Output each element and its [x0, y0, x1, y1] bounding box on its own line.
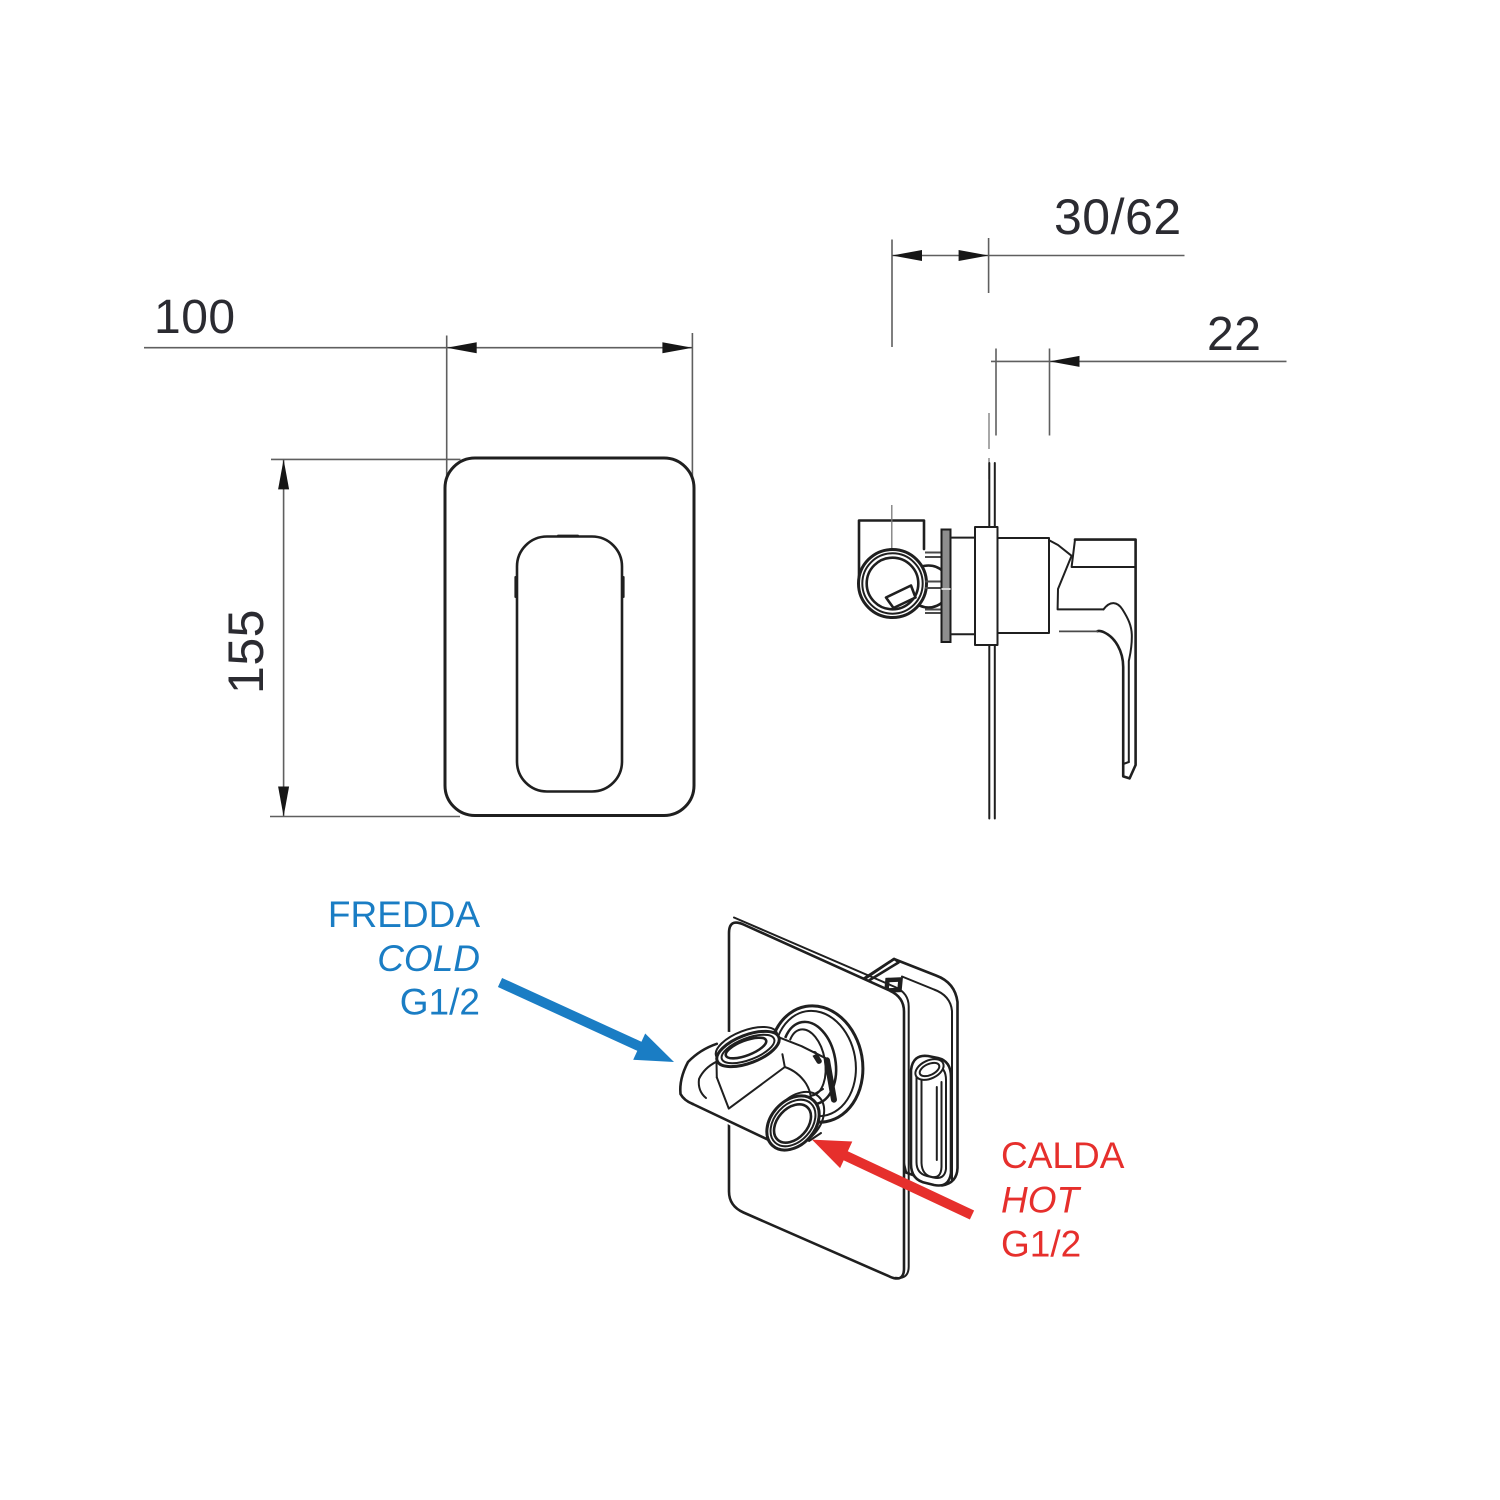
width-dimension: 100	[144, 291, 694, 481]
iso-ring-shadow-slot	[824, 1057, 837, 1103]
side-inlet-boss-inner	[865, 556, 920, 611]
side-escutcheon	[996, 537, 1050, 634]
height-arrow-bottom-icon	[278, 786, 290, 817]
hot-label-it: CALDA	[1001, 1135, 1125, 1176]
side-handle	[1048, 538, 1137, 780]
side-handle-block-bottom	[1070, 538, 1137, 568]
hot-label-en: HOT	[1001, 1180, 1082, 1221]
iso-plate-thickness	[733, 916, 910, 1279]
cold-label-it: FREDDA	[328, 894, 480, 935]
wall-depth-arrow-left-icon	[892, 250, 922, 261]
cold-label-thread: G1/2	[400, 982, 480, 1023]
perspective-view: FREDDA COLD G1/2 CALDA HOT G1/2	[328, 894, 1125, 1280]
trim-depth-dimension: 22	[991, 308, 1287, 436]
side-inlet-boss-ring	[861, 552, 924, 615]
iso-hot-link-top	[812, 1088, 824, 1096]
cold-label-en: COLD	[377, 938, 480, 979]
iso-box-strap-back	[858, 957, 896, 983]
iso-hot-collar	[783, 1066, 812, 1099]
side-handle-tip-line	[1122, 761, 1130, 765]
width-arrow-right-icon	[662, 342, 693, 354]
side-inlet-plug-detail	[884, 584, 917, 610]
iso-box-strap-front	[862, 961, 900, 985]
iso-box-tube	[920, 1076, 943, 1179]
width-arrow-left-icon	[446, 342, 477, 354]
trim-depth-dimension-label: 22	[1207, 308, 1261, 361]
side-connector-lines	[925, 551, 942, 614]
width-dimension-label: 100	[154, 291, 236, 344]
iso-hot-hole	[772, 1103, 813, 1144]
iso-hot-port	[765, 1066, 826, 1152]
iso-hot-link-bottom	[808, 1132, 822, 1142]
iso-body-ear-inner	[697, 1060, 718, 1099]
hot-annotation: CALDA HOT G1/2	[812, 1135, 1125, 1265]
iso-box-front-edge	[901, 975, 953, 1181]
front-cover-plate	[443, 456, 696, 817]
iso-cold-port	[714, 1025, 781, 1069]
iso-box-strap-end	[893, 958, 900, 964]
iso-cold-rim-inner	[720, 1033, 776, 1065]
wall-depth-dimension-label: 30/62	[1054, 189, 1182, 245]
iso-valve	[676, 1004, 865, 1155]
front-view: 100 155	[144, 291, 696, 818]
iso-box-tube-mouth	[914, 1058, 945, 1081]
side-trim-sleeve	[974, 526, 999, 646]
cold-arrow-shaft	[497, 977, 645, 1053]
cold-annotation: FREDDA COLD G1/2	[328, 894, 674, 1062]
trim-depth-arrow-icon	[1049, 355, 1080, 367]
side-mounting-flange	[940, 528, 952, 643]
side-handle-crease	[1102, 602, 1133, 763]
iso-body-wedge	[715, 1053, 786, 1110]
cold-arrow-head-icon	[633, 1033, 674, 1062]
height-arrow-top-icon	[278, 459, 290, 490]
hot-arrow-head-icon	[812, 1139, 853, 1169]
iso-body-top-edge	[778, 1036, 827, 1060]
iso-body-ear-outer	[678, 1042, 719, 1106]
iso-body-bottom-edge	[691, 1102, 781, 1147]
height-dimension: 155	[218, 458, 461, 818]
iso-box-window	[909, 1054, 953, 1187]
hot-label-thread: G1/2	[1001, 1224, 1081, 1265]
wall-depth-dimension: 30/62	[891, 189, 1185, 347]
side-handle-outer	[1073, 538, 1137, 780]
iso-box-tube-mouth-inner	[918, 1061, 941, 1078]
side-view: 30/62 22	[857, 189, 1287, 820]
iso-hot-rim-mid	[769, 1098, 817, 1148]
iso-cold-hole	[724, 1036, 768, 1060]
hot-arrow-shaft	[840, 1149, 975, 1220]
height-dimension-label: 155	[218, 609, 274, 694]
side-handle-front-contour	[1048, 539, 1105, 611]
wall-depth-arrow-right-icon	[958, 250, 989, 261]
